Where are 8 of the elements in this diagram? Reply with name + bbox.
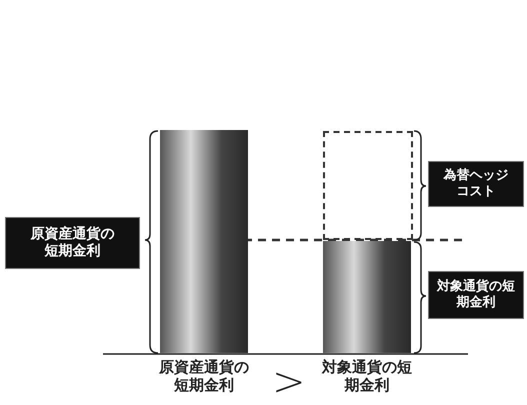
label-box: 対象通貨の短期金利 (428, 271, 524, 319)
label-box: 原資産通貨の短期金利 (5, 217, 140, 269)
bar (323, 241, 411, 353)
greater-than-sign: > (272, 362, 306, 402)
label-box: 為替ヘッジコスト (428, 161, 524, 207)
bar (160, 130, 248, 353)
axis-label: 対象通貨の短期金利 (320, 358, 413, 394)
axis-label: 原資産通貨の短期金利 (158, 358, 250, 394)
